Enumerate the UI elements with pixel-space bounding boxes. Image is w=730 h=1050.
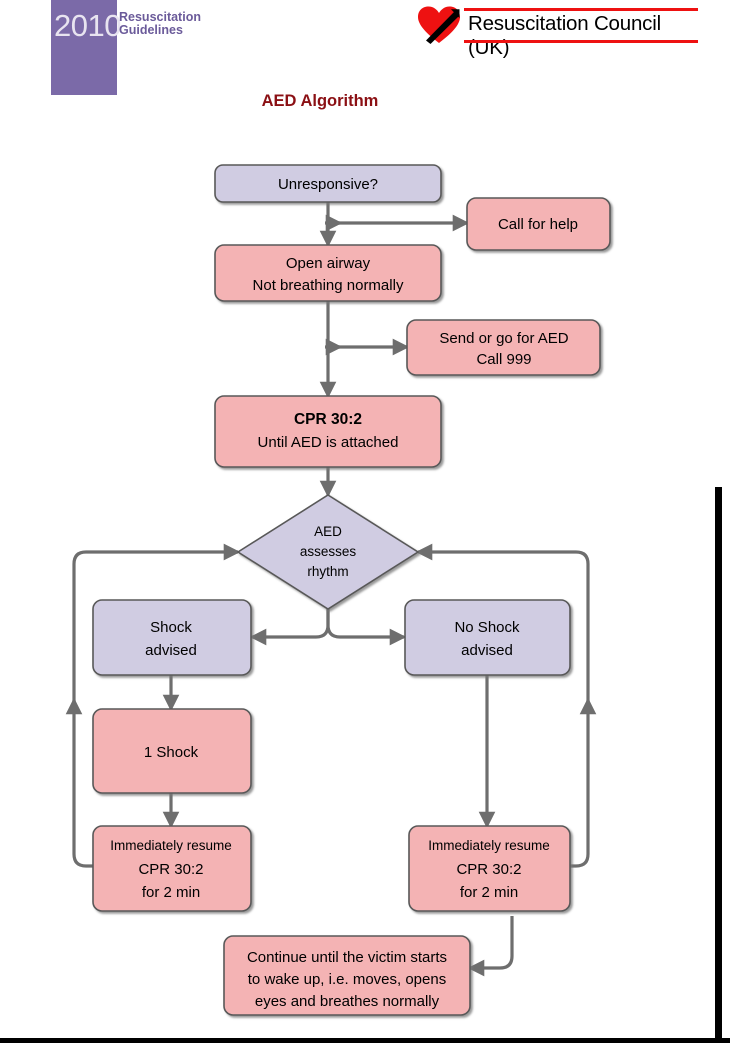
node-unresponsive-label: Unresponsive? <box>278 176 378 193</box>
node-resume-cpr-right-line2: CPR 30:2 <box>456 861 521 878</box>
guidelines-year-logo: 2010 <box>51 0 121 95</box>
node-shock-advised-line1: Shock <box>150 619 192 636</box>
node-resume-cpr-left-line1: Immediately resume <box>110 838 232 853</box>
node-open-airway[interactable]: Open airway Not breathing normally <box>214 244 442 302</box>
node-shock-advised[interactable]: Shock advised <box>92 599 252 676</box>
node-send-for-aed-line1: Send or go for AED <box>439 330 568 347</box>
flow-connectors <box>65 201 597 977</box>
guidelines-wordmark-line1: Resuscitation <box>119 10 201 24</box>
node-no-shock-advised[interactable]: No Shock advised <box>404 599 571 676</box>
edge-resume-right-to-continue <box>467 916 514 977</box>
flow-nodes: Unresponsive? Call for help Open airway … <box>92 164 611 1016</box>
page-border-right <box>715 487 722 1043</box>
edge-aed-to-shock-advised <box>249 608 330 646</box>
node-resume-cpr-left[interactable]: Immediately resume CPR 30:2 for 2 min <box>92 825 252 912</box>
edge-resume-right-loop-to-aed <box>415 543 590 868</box>
node-aed-assesses-rhythm[interactable]: AED assesses rhythm <box>236 494 420 610</box>
node-no-shock-advised-line2: advised <box>461 642 513 659</box>
node-resume-cpr-right-line1: Immediately resume <box>428 838 550 853</box>
node-continue-until-line2: to wake up, i.e. moves, opens <box>248 971 446 988</box>
page-border-bottom <box>0 1038 730 1043</box>
node-aed-assesses-line2: assesses <box>300 544 357 559</box>
node-shock-advised-line2: advised <box>145 642 197 659</box>
logo-rule-top <box>464 8 698 11</box>
node-aed-assesses-line1: AED <box>314 524 342 539</box>
guidelines-wordmark-line2: Guidelines <box>119 22 183 37</box>
node-call-for-help[interactable]: Call for help <box>466 197 611 251</box>
node-resume-cpr-right-line3: for 2 min <box>460 884 518 901</box>
heart-icon <box>418 6 460 44</box>
node-cpr-until-aed-line1: CPR 30:2 <box>294 411 362 428</box>
edge-aed-to-no-shock-advised <box>326 608 407 646</box>
node-continue-until-recovery[interactable]: Continue until the victim starts to wake… <box>223 935 471 1016</box>
node-one-shock[interactable]: 1 Shock <box>92 708 252 794</box>
node-resume-cpr-left-line3: for 2 min <box>142 884 200 901</box>
node-continue-until-line3: eyes and breathes normally <box>255 993 440 1010</box>
page-header: 2010 Resuscitation Guidelines Resuscitat… <box>0 0 730 100</box>
page-title: AED Algorithm <box>261 92 379 110</box>
logo-rule-bottom <box>464 40 698 43</box>
node-unresponsive[interactable]: Unresponsive? <box>214 164 442 203</box>
node-cpr-until-aed-line2: Until AED is attached <box>258 434 399 451</box>
node-resume-cpr-left-line2: CPR 30:2 <box>138 861 203 878</box>
node-resume-cpr-right[interactable]: Immediately resume CPR 30:2 for 2 min <box>408 825 571 912</box>
node-call-for-help-label: Call for help <box>498 216 578 233</box>
node-open-airway-line1: Open airway <box>286 255 371 272</box>
node-continue-until-line1: Continue until the victim starts <box>247 949 447 966</box>
guidelines-wordmark: Resuscitation Guidelines <box>119 11 201 36</box>
node-one-shock-label: 1 Shock <box>144 744 199 761</box>
node-cpr-until-aed[interactable]: CPR 30:2 Until AED is attached <box>214 395 442 468</box>
guidelines-year: 2010 <box>54 8 121 43</box>
node-no-shock-advised-line1: No Shock <box>454 619 520 636</box>
node-send-for-aed-line2: Call 999 <box>476 351 531 368</box>
node-send-for-aed[interactable]: Send or go for AED Call 999 <box>406 319 601 376</box>
node-open-airway-line2: Not breathing normally <box>253 277 404 294</box>
resuscitation-council-logo: Resuscitation Council (UK) <box>418 4 698 59</box>
node-aed-assesses-line3: rhythm <box>307 564 348 579</box>
